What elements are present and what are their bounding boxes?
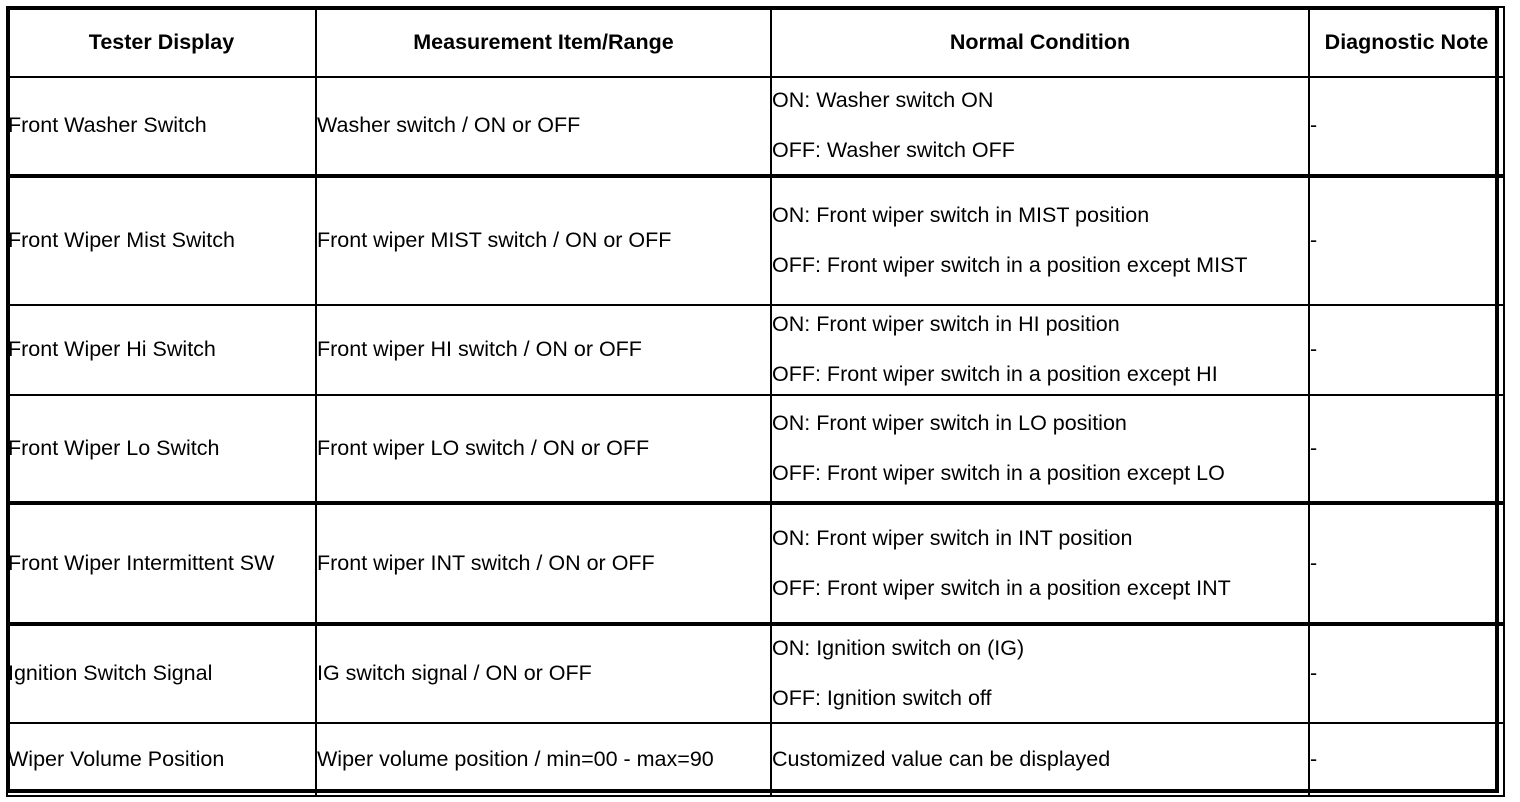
table-row: Wiper Volume Position Wiper volume posit… <box>6 722 1505 797</box>
cell-measurement: Front wiper MIST switch / ON or OFF <box>315 174 772 306</box>
cell-tester-display: Front Wiper Lo Switch <box>6 394 317 504</box>
cell-diagnostic-note: - <box>1308 722 1505 797</box>
header-tester-display: Tester Display <box>6 6 317 78</box>
cell-diagnostic-note: - <box>1308 304 1505 396</box>
table-row: Front Wiper Lo Switch Front wiper LO swi… <box>6 394 1505 504</box>
condition-spacer <box>772 438 1308 460</box>
condition-off-text: OFF: Washer switch OFF <box>772 138 1015 162</box>
cell-measurement: Front wiper INT switch / ON or OFF <box>315 501 772 625</box>
condition-on-text: ON: Front wiper switch in INT position <box>772 525 1133 550</box>
table-body: Front Washer Switch Washer switch / ON o… <box>6 76 1505 797</box>
condition-on-text: ON: Ignition switch on (IG) <box>772 636 1025 661</box>
cell-tester-display: Front Washer Switch <box>6 76 317 177</box>
cell-measurement: Front wiper HI switch / ON or OFF <box>315 304 772 396</box>
table-row: Front Wiper Hi Switch Front wiper HI swi… <box>6 304 1505 396</box>
condition-on-text: ON: Front wiper switch in HI position <box>772 312 1120 337</box>
cell-measurement: IG switch signal / ON or OFF <box>315 622 772 724</box>
cell-diagnostic-note: - <box>1308 174 1505 306</box>
condition-spacer <box>772 115 1308 137</box>
cell-diagnostic-note: - <box>1308 76 1505 177</box>
cell-normal-condition: ON: Ignition switch on (IG) OFF: Ignitio… <box>770 622 1310 724</box>
cell-measurement: Wiper volume position / min=00 - max=90 <box>315 722 772 797</box>
condition-spacer <box>772 553 1308 575</box>
cell-measurement: Washer switch / ON or OFF <box>315 76 772 177</box>
cell-diagnostic-note: - <box>1308 622 1505 724</box>
cell-tester-display: Wiper Volume Position <box>6 722 317 797</box>
cell-tester-display: Front Wiper Mist Switch <box>6 174 317 306</box>
condition-off-text: OFF: Ignition switch off <box>772 686 992 710</box>
condition-off-text: OFF: Front wiper switch in a position ex… <box>772 460 1225 485</box>
cell-normal-condition: ON: Front wiper switch in HI position OF… <box>770 304 1310 396</box>
table-row: Ignition Switch Signal IG switch signal … <box>6 622 1505 724</box>
cell-tester-display: Ignition Switch Signal <box>6 622 317 724</box>
cell-normal-condition: ON: Front wiper switch in INT position O… <box>770 501 1310 625</box>
condition-spacer <box>772 230 1308 252</box>
header-measurement-item-range: Measurement Item/Range <box>315 6 772 78</box>
tester-display-table: Tester Display Measurement Item/Range No… <box>6 6 1505 797</box>
header-diagnostic-note: Diagnostic Note <box>1308 6 1505 78</box>
cell-normal-condition: ON: Front wiper switch in LO position OF… <box>770 394 1310 504</box>
condition-off-text: OFF: Front wiper switch in a position ex… <box>772 362 1218 386</box>
condition-on-text: ON: Front wiper switch in MIST position <box>772 203 1150 228</box>
header-row: Tester Display Measurement Item/Range No… <box>6 6 1505 78</box>
cell-normal-condition: Customized value can be displayed <box>770 722 1310 797</box>
condition-on-text: Customized value can be displayed <box>772 746 1111 771</box>
cell-diagnostic-note: - <box>1308 501 1505 625</box>
condition-spacer <box>772 339 1308 361</box>
table-header: Tester Display Measurement Item/Range No… <box>6 6 1505 78</box>
cell-measurement: Front wiper LO switch / ON or OFF <box>315 394 772 504</box>
condition-spacer <box>772 663 1308 685</box>
table-row: Front Washer Switch Washer switch / ON o… <box>6 76 1505 177</box>
cell-tester-display: Front Wiper Intermittent SW <box>6 501 317 625</box>
condition-on-text: ON: Washer switch ON <box>772 88 994 113</box>
condition-off-text: OFF: Front wiper switch in a position ex… <box>772 253 1248 277</box>
table-row: Front Wiper Intermittent SW Front wiper … <box>6 501 1505 625</box>
table-row: Front Wiper Mist Switch Front wiper MIST… <box>6 174 1505 306</box>
cell-normal-condition: ON: Front wiper switch in MIST position … <box>770 174 1310 306</box>
cell-diagnostic-note: - <box>1308 394 1505 504</box>
cell-normal-condition: ON: Washer switch ON OFF: Washer switch … <box>770 76 1310 177</box>
header-normal-condition: Normal Condition <box>770 6 1310 78</box>
condition-off-text: OFF: Front wiper switch in a position ex… <box>772 575 1231 600</box>
condition-on-text: ON: Front wiper switch in LO position <box>772 410 1127 435</box>
cell-tester-display: Front Wiper Hi Switch <box>6 304 317 396</box>
